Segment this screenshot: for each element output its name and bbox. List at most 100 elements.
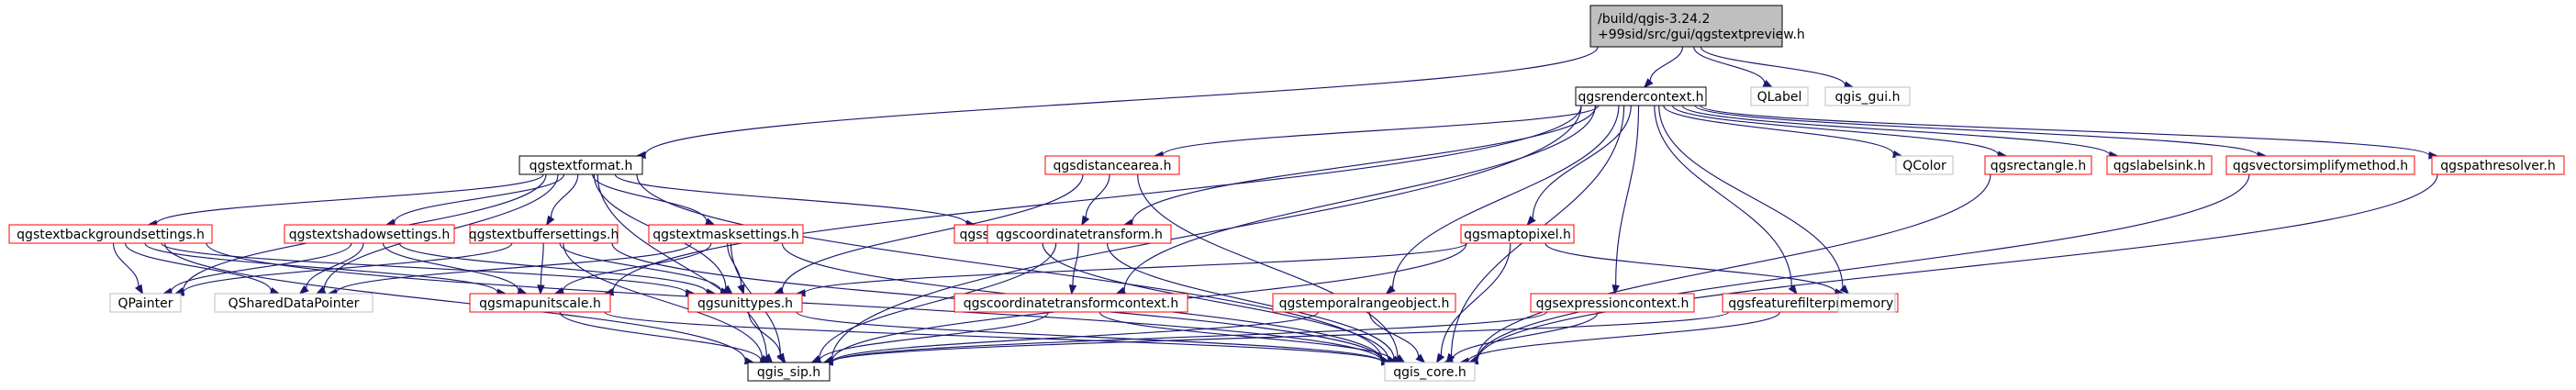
node-box-root	[1589, 5, 1783, 48]
arrowhead-qgsrendercontext-to-qgstemporalrangeobject	[1385, 284, 1396, 295]
arrowhead-qgsrendercontext-to-qgsfeaturefilterprovider	[1788, 284, 1798, 295]
node-qgstextshadowsettings[interactable]: qgstextshadowsettings.h	[284, 224, 455, 244]
edge-qgstextbuffersettings-to-qgsunittypes	[559, 242, 722, 292]
node-qgstextformat[interactable]: qgstextformat.h	[519, 155, 643, 175]
arrowhead-qgstextmasksettings-to-qgsunittypes	[737, 284, 745, 295]
arrowhead-qgsunittypes-to-qgis_sip	[776, 352, 786, 364]
node-label-qlabel: QLabel	[1757, 90, 1802, 105]
edge-qgstextformat-to-qgstextbuffersettings	[550, 173, 579, 218]
node-box-qgsrendercontext	[1575, 86, 1707, 106]
node-box-qgstemporalrangeobject	[1272, 293, 1456, 313]
arrowhead-qgsmaptopixel-to-qgis_core	[1435, 352, 1445, 364]
node-box-qgstextshadowsettings	[284, 224, 455, 244]
node-label-qgstemporalrangeobject: qgstemporalrangeobject.h	[1279, 296, 1450, 311]
edge-qgsrendercontext-to-qgis_sip	[831, 105, 1582, 361]
edge-qgstextbackgroundsettings-to-qgsmapunitscale	[144, 242, 498, 294]
node-memory[interactable]: memory	[1837, 293, 1896, 313]
edge-qgstextbuffersettings-to-qgis_sip	[563, 242, 763, 359]
node-box-qgslabelsink	[2106, 155, 2213, 175]
edge-qgstextmasksettings-to-qshareddatapointer	[336, 242, 692, 294]
node-qgsunittypes[interactable]: qgsunittypes.h	[687, 293, 803, 313]
node-label-qgstextbuffersettings: qgstextbuffersettings.h	[469, 228, 619, 242]
node-label-qcolor: QColor	[1902, 159, 1946, 173]
edge-qgsrendercontext-to-qgscoordinatetransform	[1132, 105, 1597, 223]
node-qshareddatapointer[interactable]: QSharedDataPointer	[214, 293, 374, 313]
arrowhead-qgsrendercontext-to-qgsmaptopixel	[1526, 216, 1536, 227]
node-label-qgis_core: qgis_core.h	[1393, 365, 1466, 380]
node-box-memory	[1837, 293, 1896, 313]
edge-qgsdistancearea-to-qgsunittypes	[781, 173, 1084, 291]
arrowhead-root-to-qlabel	[1762, 79, 1774, 88]
node-box-qshareddatapointer	[214, 293, 374, 313]
edge-qgsvectorsimplifymethod-to-qgis_core	[1477, 173, 2250, 361]
nodes-layer: /build/qgis-3.24.2+99sid/src/gui/qgstext…	[8, 5, 2565, 382]
node-box-qgstextbuffersettings	[469, 224, 619, 244]
node-qlabel[interactable]: QLabel	[1750, 86, 1809, 106]
node-box-qgstextformat	[519, 155, 643, 175]
node-qgstextmasksettings[interactable]: qgstextmasksettings.h	[648, 224, 804, 244]
edge-qgstextshadowsettings-to-qshareddatapointer	[306, 242, 364, 289]
node-label-qpainter: QPainter	[117, 296, 173, 311]
node-qgsmapunitscale[interactable]: qgsmapunitscale.h	[469, 293, 611, 313]
node-root: /build/qgis-3.24.2+99sid/src/gui/qgstext…	[1589, 5, 1805, 48]
node-qcolor[interactable]: QColor	[1895, 155, 1954, 175]
arrowhead-root-to-qgsrendercontext	[1644, 78, 1654, 89]
node-label-qgstextbackgroundsettings: qgstextbackgroundsettings.h	[17, 228, 205, 242]
node-qgsrendercontext[interactable]: qgsrendercontext.h	[1575, 86, 1707, 106]
node-label-qgslabelsink: qgslabelsink.h	[2113, 159, 2205, 173]
edge-qgsdistancearea-to-qgscoordinatetransform	[1085, 173, 1110, 218]
node-qgis_gui[interactable]: qgis_gui.h	[1824, 86, 1911, 106]
node-qgsmaptopixel[interactable]: qgsmaptopixel.h	[1460, 224, 1575, 244]
node-qgsvectorsimplifymethod[interactable]: qgsvectorsimplifymethod.h	[2225, 155, 2415, 175]
arrowhead-qgstextshadowsettings-to-qshareddatapointer	[298, 284, 309, 295]
edge-qgscoordinatetransform-to-qgis_sip	[819, 242, 1057, 360]
node-qgspathresolver[interactable]: qgspathresolver.h	[2431, 155, 2565, 175]
edge-qgstextformat-to-qgstextmasksettings	[592, 173, 708, 222]
node-label-qgsvectorsimplifymethod: qgsvectorsimplifymethod.h	[2233, 159, 2408, 173]
node-label-qgsunittypes: qgsunittypes.h	[697, 296, 793, 311]
node-qgslabelsink[interactable]: qgslabelsink.h	[2106, 155, 2213, 175]
node-label-qshareddatapointer: QSharedDataPointer	[229, 296, 360, 311]
edge-qgsmaptopixel-to-qgis_core	[1440, 242, 1511, 356]
node-label-qgsdistancearea: qgsdistancearea.h	[1054, 159, 1172, 173]
edge-qgscoordinatetransform-to-qgscoordinatetransformcontext	[1072, 242, 1079, 286]
node-qgstextbackgroundsettings[interactable]: qgstextbackgroundsettings.h	[8, 224, 213, 244]
edge-qgsfeaturefilterprovider-to-qgis_core	[1467, 311, 1780, 362]
edge-qgsrendercontext-to-qgslabelsink	[1681, 105, 2111, 156]
edge-qgsrendercontext-to-qgsvectorsimplifymethod	[1694, 105, 2258, 156]
node-qgscoordinatetransformcontext[interactable]: qgscoordinatetransformcontext.h	[953, 293, 1188, 313]
node-qgis_core[interactable]: qgis_core.h	[1384, 362, 1476, 382]
node-box-qcolor	[1895, 155, 1954, 175]
arrowhead-qgstemporalrangeobject-to-qgis_core	[1415, 353, 1426, 363]
edge-qgstextshadowsettings-to-qpainter	[171, 242, 352, 292]
node-box-qgspathresolver	[2431, 155, 2565, 175]
node-qgstemporalrangeobject[interactable]: qgstemporalrangeobject.h	[1272, 293, 1456, 313]
node-qgstextbuffersettings[interactable]: qgstextbuffersettings.h	[469, 224, 619, 244]
node-label-qgsmaptopixel: qgsmaptopixel.h	[1464, 228, 1571, 242]
node-qgsexpressioncontext[interactable]: qgsexpressioncontext.h	[1530, 293, 1695, 313]
edge-qgsstringutils-to-qgis_core	[1042, 242, 1389, 361]
node-label-qgsrendercontext: qgsrendercontext.h	[1578, 90, 1703, 105]
edge-qgstextformat-to-qgis_sip	[597, 173, 767, 357]
edge-qgstextbackgroundsettings-to-qgsunittypes	[161, 242, 687, 294]
edge-root-to-qgstextformat	[644, 46, 1599, 156]
edge-qgsrendercontext-to-qgsdistancearea	[1162, 105, 1600, 156]
arrowhead-qgstextbuffersettings-to-qgsmapunitscale	[537, 284, 545, 295]
node-qgsdistancearea[interactable]: qgsdistancearea.h	[1044, 155, 1180, 175]
node-label-qgsrectangle: qgsrectangle.h	[1991, 159, 2086, 173]
edge-qgsmaptopixel-to-memory	[1544, 242, 1836, 293]
edge-qgsrendercontext-to-qgsexpressioncontext	[1615, 105, 1640, 286]
node-box-qgsdistancearea	[1044, 155, 1180, 175]
node-qgsrectangle[interactable]: qgsrectangle.h	[1984, 155, 2092, 175]
node-qgscoordinatetransform[interactable]: qgscoordinatetransform.h	[987, 224, 1172, 244]
node-label-qgsexpressioncontext: qgsexpressioncontext.h	[1536, 296, 1689, 311]
edge-qgsrendercontext-to-memory	[1658, 105, 1844, 288]
node-box-qgis_sip	[747, 362, 831, 382]
edge-qgsmapunitscale-to-qgis_sip	[559, 311, 762, 362]
node-qgis_sip[interactable]: qgis_sip.h	[747, 362, 831, 382]
node-box-qgsexpressioncontext	[1530, 293, 1695, 313]
node-box-qgsunittypes	[687, 293, 803, 313]
edge-qgsexpressioncontext-to-qgis_core	[1451, 311, 1599, 361]
node-qpainter[interactable]: QPainter	[109, 293, 182, 313]
arrowhead-qgstextformat-to-qgstextbuffersettings	[546, 215, 555, 227]
